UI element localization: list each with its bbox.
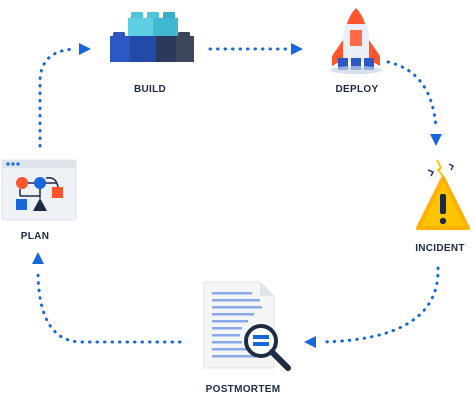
arrowhead-deploy	[291, 43, 303, 55]
arrow-plan-to-build	[38, 47, 78, 148]
flowchart-window-icon	[1, 159, 77, 221]
stage-label-deploy: DEPLOY	[335, 84, 379, 95]
arrowhead-incident	[430, 134, 442, 146]
arrow-deploy-to-incident	[386, 60, 438, 130]
stage-label-plan: PLAN	[20, 231, 50, 242]
stage-label-postmortem: POSTMORTEM	[205, 384, 281, 395]
stage-label-incident: INCIDENT	[415, 243, 465, 254]
arrowhead-build	[79, 43, 91, 55]
cycle-connectors	[36, 47, 440, 344]
arrowhead-postmortem	[304, 336, 316, 348]
warning-triangle-icon	[416, 159, 470, 230]
rocket-icon	[330, 8, 382, 74]
arrow-incident-to-postmortem	[318, 266, 440, 344]
lego-blocks-icon	[110, 12, 194, 62]
arrowheads	[32, 43, 442, 348]
arrowhead-plan	[32, 252, 44, 264]
arrow-postmortem-to-plan	[36, 268, 182, 344]
stage-label-build: BUILD	[133, 84, 167, 95]
document-magnifier-icon	[203, 281, 291, 371]
